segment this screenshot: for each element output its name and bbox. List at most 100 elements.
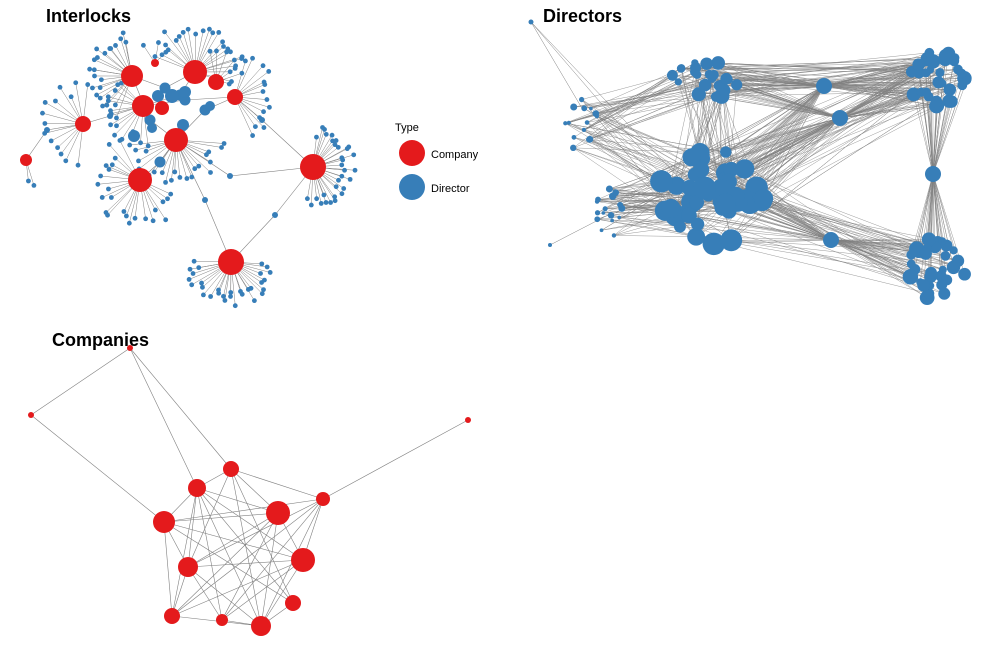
edge [589,96,716,140]
director-node [352,167,358,173]
edge [187,566,262,627]
director-node [151,169,157,175]
director-node [177,174,183,180]
director-node [713,80,725,91]
edge [129,347,232,470]
director-node [123,39,129,45]
edge [688,215,832,241]
edge [918,64,934,175]
director-node [720,229,743,252]
director-node [163,42,168,48]
company-node [251,616,271,636]
edge [568,78,713,124]
director-node [91,67,97,73]
director-node [106,186,111,192]
director-node [102,50,108,56]
edge [722,59,946,94]
director-node [953,64,963,75]
director-node [208,294,214,299]
director-node [912,58,925,71]
director-node [578,96,585,103]
director-node [207,48,213,54]
edge [709,64,919,75]
director-node [332,194,338,200]
director-node [143,216,149,222]
director-node [919,247,932,260]
edge [163,521,173,617]
edge [932,73,962,175]
director-node [691,87,706,102]
edge [530,21,584,111]
edge [839,72,941,119]
director-node [210,30,216,36]
edge [706,63,825,87]
edge [830,239,911,278]
director-node [341,186,347,191]
director-node [44,127,50,133]
director-node [347,176,353,182]
company-node [188,479,206,497]
edge [910,173,934,277]
edge [723,90,745,198]
director-node [103,210,109,215]
edge [830,239,929,241]
edge [728,83,943,183]
edge [713,74,825,87]
director-node [165,196,170,202]
director-node [308,202,314,208]
director-node [753,188,774,209]
edge [613,235,697,237]
edge [932,173,954,251]
director-node [339,173,345,179]
director-node [723,161,739,178]
edge [187,487,198,568]
director-node [128,130,140,142]
legend-swatch-director [399,174,425,200]
director-node [563,121,568,126]
edge [830,239,919,251]
company-node [285,595,301,611]
edge [583,67,682,130]
director-node [97,95,103,101]
company-node [227,89,243,105]
director-node [184,176,190,181]
director-node [207,26,212,32]
director-node [42,121,48,126]
director-node [609,192,617,200]
director-node [231,57,237,63]
director-node [179,86,191,98]
director-node [103,163,109,169]
director-node [97,85,103,91]
director-node [267,270,273,275]
director-node [594,210,601,216]
director-node [227,69,233,75]
director-node [239,291,245,297]
edge [573,137,662,182]
director-node [261,125,267,130]
director-node [938,265,947,274]
edge [30,347,131,416]
director-node [143,148,149,154]
edge [589,67,682,140]
director-node [132,215,138,221]
director-node [610,218,614,223]
director-node [73,80,79,86]
director-node [99,195,105,200]
director-node [252,124,258,129]
director-node [322,127,327,132]
director-node [260,63,266,69]
company-node [155,101,169,115]
director-node [925,266,938,279]
director-node [123,213,129,219]
director-node [152,54,158,59]
director-node [682,148,701,167]
edge [613,185,677,236]
edge [839,60,955,119]
director-node [816,78,832,94]
edge [171,498,324,617]
edge [709,62,925,75]
director-node [339,162,345,168]
director-node [26,178,31,184]
director-node [581,105,588,112]
